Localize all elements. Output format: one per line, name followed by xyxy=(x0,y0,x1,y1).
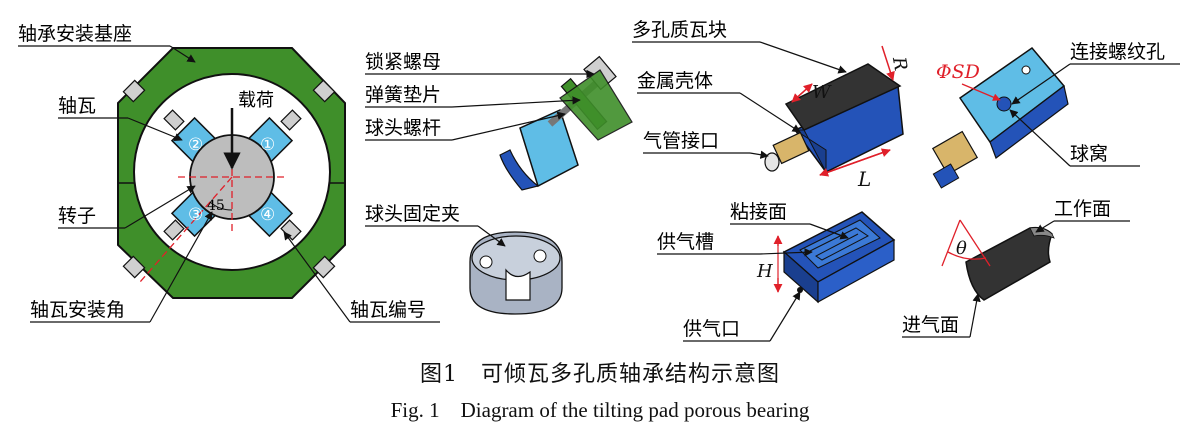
label-rotor: 转子 xyxy=(58,205,96,227)
label-air-inlet-port: 气管接口 xyxy=(643,130,719,152)
label-bond-face: 粘接面 xyxy=(730,201,787,223)
ball-stud-assembly: 锁紧螺母 弹簧垫片 球头螺杆 xyxy=(365,51,633,191)
dim-R: R xyxy=(888,54,911,72)
housing-bolts xyxy=(122,79,336,279)
label-ball-stud: 球头螺杆 xyxy=(365,117,441,139)
dim-W: W xyxy=(812,82,832,103)
label-install-angle: 轴瓦安装角 xyxy=(30,299,125,321)
label-lock-nut: 锁紧螺母 xyxy=(365,51,441,73)
label-porous-block: 多孔质瓦块 xyxy=(632,19,727,41)
pad-number-1: ① xyxy=(260,135,275,155)
label-ball-clamp: 球头固定夹 xyxy=(365,203,460,225)
label-housing: 轴承安装基座 xyxy=(18,23,132,45)
label-metal-shell: 金属壳体 xyxy=(637,70,713,92)
label-phi-sd: ΦSD xyxy=(936,61,980,83)
pad-number-2: ② xyxy=(188,135,203,155)
bearing-structure-diagram: ② ① ③ ④ 45 轴承安装基座 轴瓦 载荷 转子 轴瓦安装角 轴瓦编号 xyxy=(18,19,1180,342)
label-work-face: 工作面 xyxy=(1054,198,1111,220)
label-load: 载荷 xyxy=(238,90,274,111)
dim-L: L xyxy=(857,167,871,191)
label-ball-socket: 球窝 xyxy=(1070,143,1108,165)
label-supply-groove: 供气槽 xyxy=(657,231,714,253)
work-face-view: θ 工作面 进气面 xyxy=(902,198,1130,338)
pad-socket-view: ΦSD 连接螺纹孔 球窝 xyxy=(931,41,1180,189)
caption-chinese: 图1 可倾瓦多孔质轴承结构示意图 xyxy=(420,362,780,387)
pad-block-bottom: H 粘接面 供气槽 供气口 xyxy=(657,201,896,342)
label-pad-number: 轴瓦编号 xyxy=(350,299,426,321)
angle-value: 45 xyxy=(207,198,225,214)
label-pad: 轴瓦 xyxy=(58,95,96,117)
label-theta: θ xyxy=(956,238,967,259)
label-spring-washer: 弹簧垫片 xyxy=(365,84,441,106)
pad-number-4: ④ xyxy=(260,205,275,225)
bearing-assembly: ② ① ③ ④ 45 轴承安装基座 轴瓦 载荷 转子 轴瓦安装角 轴瓦编号 xyxy=(18,23,440,323)
caption-english: Fig. 1 Diagram of the tilting pad porous… xyxy=(390,398,810,422)
label-thread-hole: 连接螺纹孔 xyxy=(1070,41,1165,63)
label-supply-port: 供气口 xyxy=(683,318,740,340)
dim-H: H xyxy=(756,261,773,282)
pad-number-3: ③ xyxy=(188,205,203,225)
ball-clamp: 球头固定夹 xyxy=(365,203,563,315)
pad-block-top: L W R 多孔质瓦块 金属壳体 气管接口 xyxy=(632,19,911,191)
label-inlet-face: 进气面 xyxy=(902,314,959,336)
